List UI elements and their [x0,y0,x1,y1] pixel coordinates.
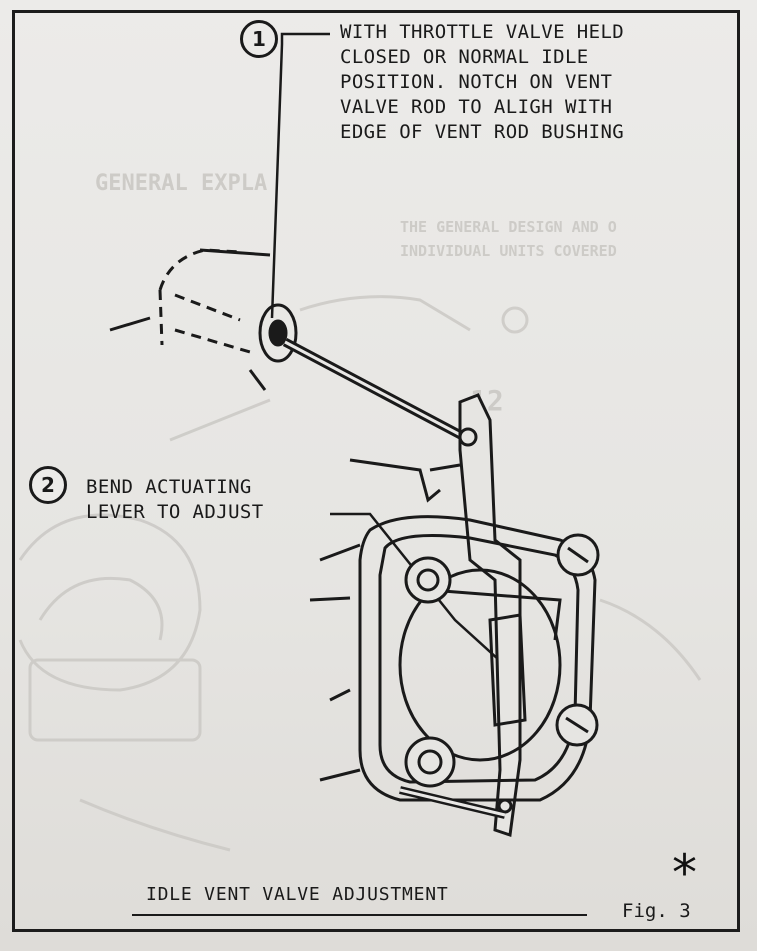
figure-caption: IDLE VENT VALVE ADJUSTMENT [146,884,449,905]
bleed-through-text: GENERAL EXPLA THE GENERAL DESIGN AND O I… [95,171,617,417]
vent-rod-bushing [109,248,298,391]
callout-number-1: 1 [240,20,278,58]
svg-text:THE GENERAL DESIGN AND O: THE GENERAL DESIGN AND O [400,218,617,236]
bleed-through-artwork [18,295,702,852]
caption-underline [132,914,587,916]
callout-text-1: WITH THROTTLE VALVE HELD CLOSED OR NORMA… [340,21,625,143]
vent-valve-rod [282,338,473,444]
svg-text:GENERAL EXPLA: GENERAL EXPLA [95,171,267,196]
carburetor-body [309,458,597,802]
svg-text:INDIVIDUAL UNITS COVERED: INDIVIDUAL UNITS COVERED [400,242,617,260]
lower-linkage-rod [399,786,506,819]
actuating-lever [458,393,522,837]
figure-border [12,10,740,932]
figure-label: Fig. 3 [622,900,691,922]
mounting-screws [404,533,600,788]
asterisk-mark: * [672,844,697,902]
callout-number-2: 2 [29,466,67,504]
callout-text-2: BEND ACTUATING LEVER TO ADJUST [86,476,264,523]
